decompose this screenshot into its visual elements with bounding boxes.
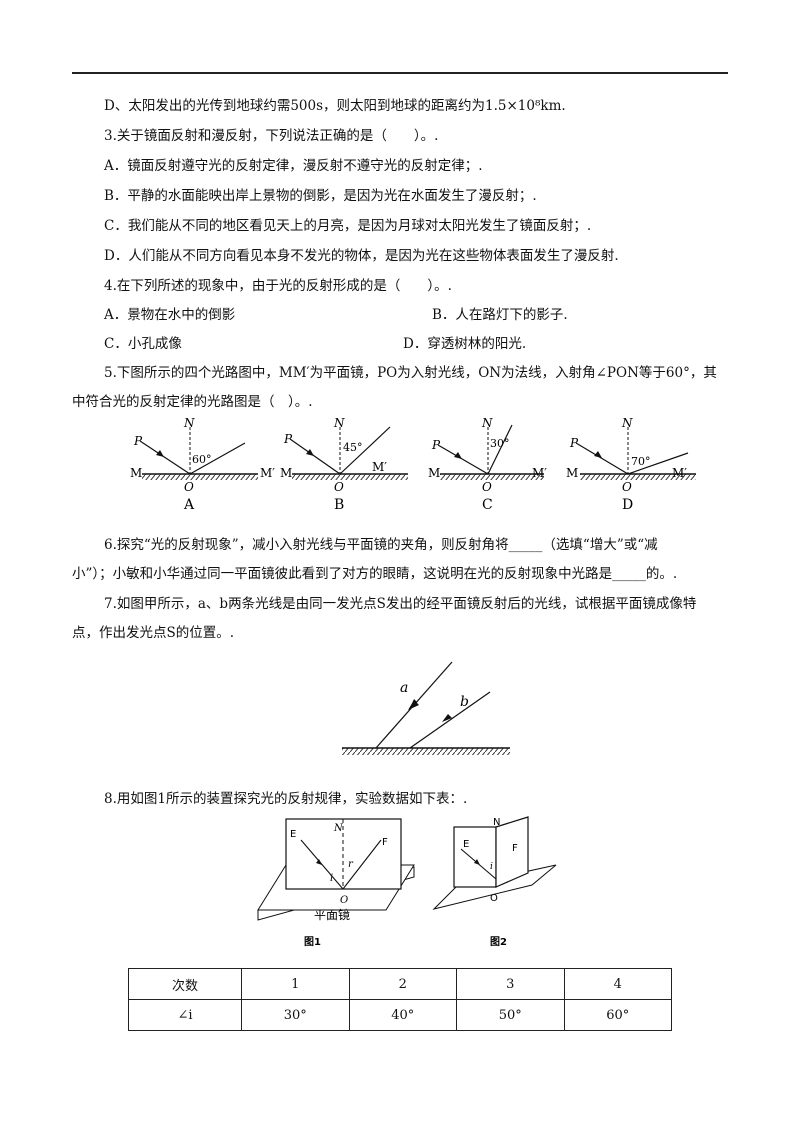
svg-text:45°: 45° (343, 441, 363, 454)
table-header-cell: 次数 (128, 968, 242, 1000)
q7-reflected-rays-figure: a b (342, 661, 510, 755)
q6-line1: 6.探究“光的反射现象”，减小入射光线与平面镜的夹角，则反射角将_____（选填… (104, 537, 658, 553)
q5-figure-c: 30° P N M M′ O C (428, 416, 547, 513)
q3-stem: 3.关于镜面反射和漫反射，下列说法正确的是（ ）。. (104, 128, 439, 144)
table-cell: 50° (456, 999, 565, 1031)
table-header-cell: 2 (348, 968, 457, 1000)
svg-text:F: F (382, 837, 388, 848)
svg-text:N: N (333, 823, 344, 834)
svg-text:N: N (333, 416, 345, 430)
svg-text:O: O (490, 893, 498, 904)
svg-text:F: F (512, 843, 518, 854)
q7-line1: 7.如图甲所示，a、b两条光线是由同一发光点S发出的经平面镜反射后的光线，试根据… (104, 596, 697, 612)
q5-stem-line2: 中符合光的反射定律的光路图是（ ）。. (72, 394, 313, 410)
q4-option-a: A．景物在水中的倒影 (104, 307, 236, 323)
svg-text:O: O (184, 480, 194, 494)
svg-text:C: C (482, 497, 493, 513)
svg-text:60°: 60° (192, 453, 212, 466)
svg-text:O: O (482, 480, 492, 494)
svg-text:M: M (280, 466, 292, 480)
q4-option-d: D．穿透树林的阳光. (403, 336, 527, 352)
table-header-cell: 1 (241, 968, 350, 1000)
q5-light-path-figures: 60° P N M M′ O A 45° P N M M′ O B 30° P … (130, 416, 696, 513)
q4-option-c: C．小孔成像 (104, 336, 182, 352)
svg-text:M′: M′ (672, 466, 687, 480)
svg-text:P: P (133, 434, 143, 448)
header-rule (72, 72, 728, 74)
q8-stem: 8.用如图1所示的装置探究光的反射规律，实验数据如下表：. (104, 791, 468, 807)
svg-text:P: P (283, 432, 293, 446)
svg-text:A: A (183, 497, 195, 513)
svg-text:图2: 图2 (490, 936, 507, 948)
svg-text:E: E (290, 829, 296, 840)
svg-text:O: O (334, 480, 344, 494)
svg-text:N: N (183, 416, 195, 430)
svg-text:M′: M′ (532, 466, 547, 480)
table-cell: 30° (241, 999, 350, 1031)
svg-text:70°: 70° (631, 455, 651, 468)
svg-text:N: N (621, 416, 633, 430)
q8-apparatus-figures: E F N O i r 平面镜 图1 N E F O i 图2 (257, 816, 557, 948)
table-cell: ∠i (128, 999, 242, 1031)
svg-text:a: a (400, 680, 408, 696)
q3-option-d: D．人们能从不同方向看见本身不发光的物体，是因为光在这些物体表面发生了漫反射. (104, 248, 619, 264)
table-header-row: 次数 1 2 3 4 (128, 968, 672, 1000)
q3-option-a: A．镜面反射遵守光的反射定律，漫反射不遵守光的反射定律；. (104, 158, 483, 174)
svg-text:P: P (569, 436, 579, 450)
q6-line2: 小”）；小敏和小华通过同一平面镜彼此看到了对方的眼睛，这说明在光的反射现象中光路… (72, 566, 678, 582)
svg-text:B: B (334, 497, 344, 513)
q4-stem: 4.在下列所述的现象中，由于光的反射形成的是（ ）。. (104, 278, 452, 294)
q8-figure-1: E F N O i r 平面镜 图1 (257, 818, 415, 948)
svg-text:O: O (340, 895, 348, 906)
svg-text:i: i (490, 862, 493, 872)
q8-figure-2: N E F O i 图2 (432, 816, 557, 948)
q5-stem-line1: 5.下图所示的四个光路图中，MM′为平面镜，PO为入射光线，ON为法线，入射角∠… (104, 365, 717, 381)
svg-text:N: N (493, 817, 500, 828)
table-header-cell: 4 (563, 968, 672, 1000)
q8-data-table: 次数 1 2 3 4 ∠i 30° 40° 50° 60° (128, 968, 672, 1031)
svg-text:E: E (463, 839, 469, 850)
svg-text:M′: M′ (372, 460, 387, 474)
q5-figure-b: 45° P N M M′ O B (280, 416, 408, 513)
table-header-cell: 3 (456, 968, 565, 1000)
svg-text:i: i (330, 873, 333, 884)
svg-text:M′: M′ (260, 466, 275, 480)
q7-line2: 点，作出发光点S的位置。. (72, 625, 235, 641)
q3-option-c: C．我们能从不同的地区看见天上的月亮，是因为月球对太阳光发生了镜面反射；. (104, 218, 592, 234)
svg-text:30°: 30° (490, 437, 510, 450)
svg-text:b: b (460, 694, 469, 710)
q4-option-b: B．人在路灯下的影子. (432, 307, 568, 323)
svg-text:D: D (622, 497, 633, 513)
table-row: ∠i 30° 40° 50° 60° (128, 999, 672, 1031)
svg-text:O: O (622, 480, 632, 494)
svg-text:M: M (428, 466, 440, 480)
svg-text:P: P (431, 438, 441, 452)
svg-text:M: M (566, 466, 578, 480)
table-cell: 40° (348, 999, 457, 1031)
svg-text:N: N (481, 416, 493, 430)
svg-text:平面镜: 平面镜 (314, 907, 350, 922)
table-cell: 60° (563, 999, 672, 1031)
svg-text:r: r (348, 859, 354, 870)
q5-figure-d: 70° P N M M′ O D (566, 416, 696, 513)
svg-text:M: M (130, 466, 142, 480)
svg-text:图1: 图1 (304, 936, 321, 948)
q3-option-b: B．平静的水面能映出岸上景物的倒影，是因为光在水面发生了漫反射；. (104, 188, 537, 204)
q2-option-d: D、太阳发出的光传到地球约需500s，则太阳到地球的距离约为1.5×10⁸km. (104, 98, 566, 114)
q5-figure-a: 60° P N M M′ O A (130, 416, 275, 513)
